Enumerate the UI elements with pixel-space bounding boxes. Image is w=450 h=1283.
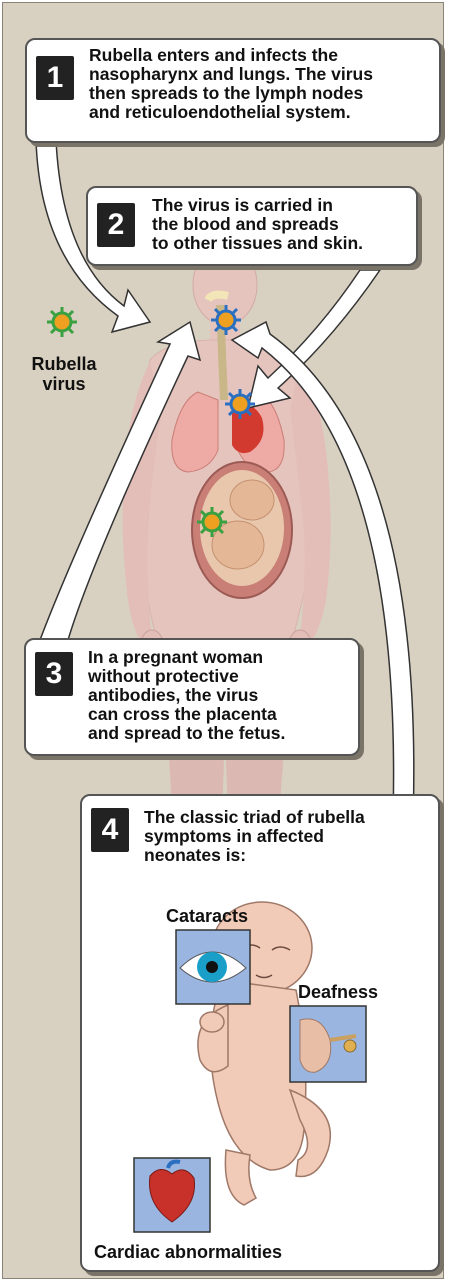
- label-cardiac: Cardiac abnormalities: [94, 1242, 282, 1262]
